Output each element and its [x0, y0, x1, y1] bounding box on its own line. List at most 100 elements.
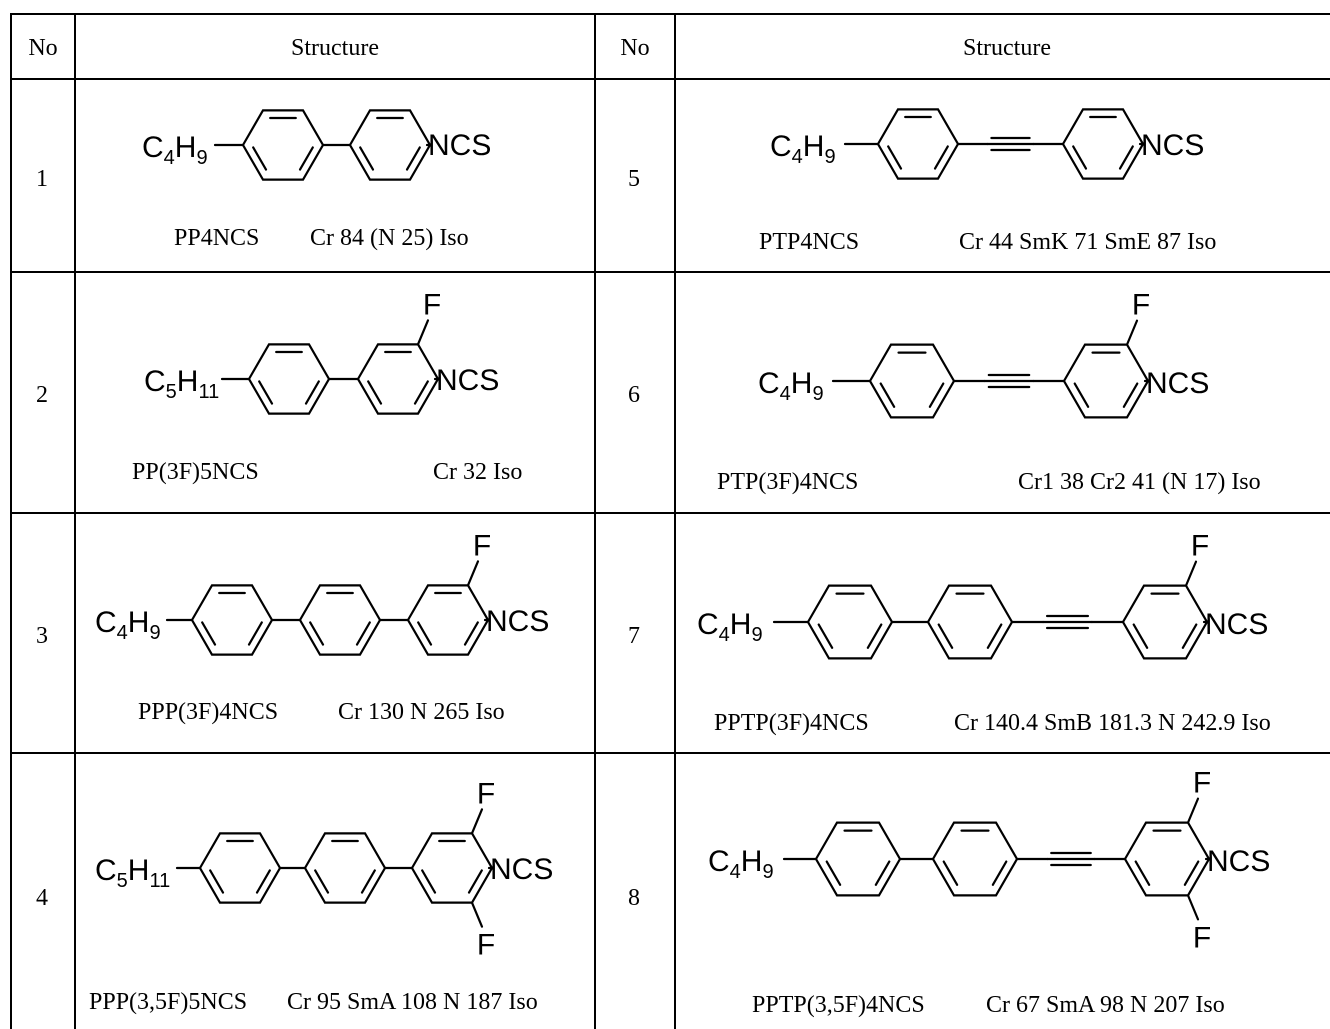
benzene-ring [806, 584, 894, 660]
ncs-group-label: NCS [436, 364, 499, 397]
bond [416, 319, 430, 346]
bond [463, 621, 479, 646]
bond [937, 623, 954, 649]
benzene-ring [876, 108, 960, 180]
row-number: 7 [628, 623, 640, 649]
bond [417, 621, 433, 646]
bond [874, 860, 891, 886]
alkyl-chain-label: C4H9 [142, 131, 208, 169]
structure-5: C4H9 NCS [770, 108, 1204, 180]
bond [879, 382, 896, 408]
bond [928, 382, 945, 408]
compound-name: PP4NCS [174, 225, 259, 251]
phase-sequence: Cr 67 SmA 98 N 207 Iso [986, 992, 1225, 1018]
bond [825, 860, 842, 886]
fluorine-label: F [477, 929, 495, 962]
bond [991, 860, 1008, 886]
alkyl-chain-label: C4H9 [95, 606, 161, 644]
row-number: 1 [36, 166, 48, 192]
bond [1183, 860, 1200, 886]
bond [1072, 145, 1088, 170]
compound-name: PPP(3,5F)5NCS [89, 989, 247, 1015]
bond [360, 869, 376, 894]
bond [355, 621, 371, 646]
fluorine-label: F [473, 529, 491, 562]
bond [1181, 623, 1198, 649]
row-number: 6 [628, 382, 640, 408]
fluorine-label: F [477, 777, 495, 810]
bond [309, 621, 325, 646]
compound-name: PP(3F)5NCS [132, 459, 259, 485]
bond [1184, 560, 1198, 587]
row-number: 3 [36, 623, 48, 649]
benzene-ring [814, 821, 902, 897]
structure-6: C4H9 NCS F [758, 289, 1209, 419]
ncs-group-label: NCS [486, 605, 549, 638]
phase-sequence: Cr 44 SmK 71 SmE 87 Iso [959, 229, 1216, 255]
fluorine-label: F [1191, 530, 1209, 563]
compound-name: PTP(3F)4NCS [717, 469, 858, 495]
compound-name: PPP(3F)4NCS [138, 699, 278, 725]
fluorine-label: F [1193, 767, 1211, 800]
ncs-group-label: NCS [1207, 845, 1270, 878]
benzene-ring [1062, 343, 1150, 419]
row-number: 2 [36, 382, 48, 408]
alkyl-chain-label: C5H11 [95, 854, 170, 892]
bond [986, 623, 1003, 649]
phase-sequence: Cr 95 SmA 108 N 187 Iso [287, 989, 538, 1015]
row-number: 8 [628, 885, 640, 911]
bond [866, 623, 883, 649]
bond [359, 146, 375, 171]
benzene-ring [926, 584, 1014, 660]
benzene-ring [348, 109, 432, 181]
benzene-ring [241, 109, 325, 181]
header-structure-left: Structure [291, 35, 379, 61]
bond [1134, 860, 1151, 886]
bond [252, 146, 268, 171]
alkyl-chain-label: C4H9 [708, 845, 774, 883]
bond [201, 621, 217, 646]
bond [466, 560, 480, 587]
bond [470, 808, 484, 835]
benzene-ring [1121, 584, 1209, 660]
alkyl-chain-label: C4H9 [697, 608, 763, 646]
bond [887, 145, 903, 170]
structure-4: C5H11 NCS F F [95, 777, 553, 961]
bond [258, 380, 274, 405]
ncs-group-label: NCS [490, 853, 553, 886]
ncs-group-label: NCS [1146, 367, 1209, 400]
ncs-group-label: NCS [1141, 129, 1204, 162]
header-no-left: No [28, 35, 57, 61]
bond [255, 869, 271, 894]
bond [817, 623, 834, 649]
bond [413, 380, 429, 405]
compound-name: PTP4NCS [759, 229, 859, 255]
bond [314, 869, 330, 894]
phase-sequence: Cr1 38 Cr2 41 (N 17) Iso [1018, 469, 1261, 495]
benzene-ring [1061, 108, 1145, 180]
table-grid [10, 13, 1330, 1029]
bond [933, 145, 949, 170]
phase-sequence: Cr 140.4 SmB 181.3 N 242.9 Iso [954, 710, 1271, 736]
row-number: 5 [628, 166, 640, 192]
bond [942, 860, 959, 886]
alkyl-chain-label: C4H9 [758, 367, 824, 405]
bond [247, 621, 263, 646]
bond [367, 380, 383, 405]
benzene-ring [410, 832, 494, 904]
header-no-right: No [620, 35, 649, 61]
alkyl-chain-label: C5H11 [144, 365, 219, 403]
bond [298, 146, 314, 171]
phase-sequence: Cr 32 Iso [433, 459, 522, 485]
benzene-ring [931, 821, 1019, 897]
fluorine-label: F [1132, 289, 1150, 322]
alkyl-chain-label: C4H9 [770, 130, 836, 168]
benzene-ring [868, 343, 956, 419]
ncs-group-label: NCS [428, 129, 491, 162]
bond [304, 380, 320, 405]
